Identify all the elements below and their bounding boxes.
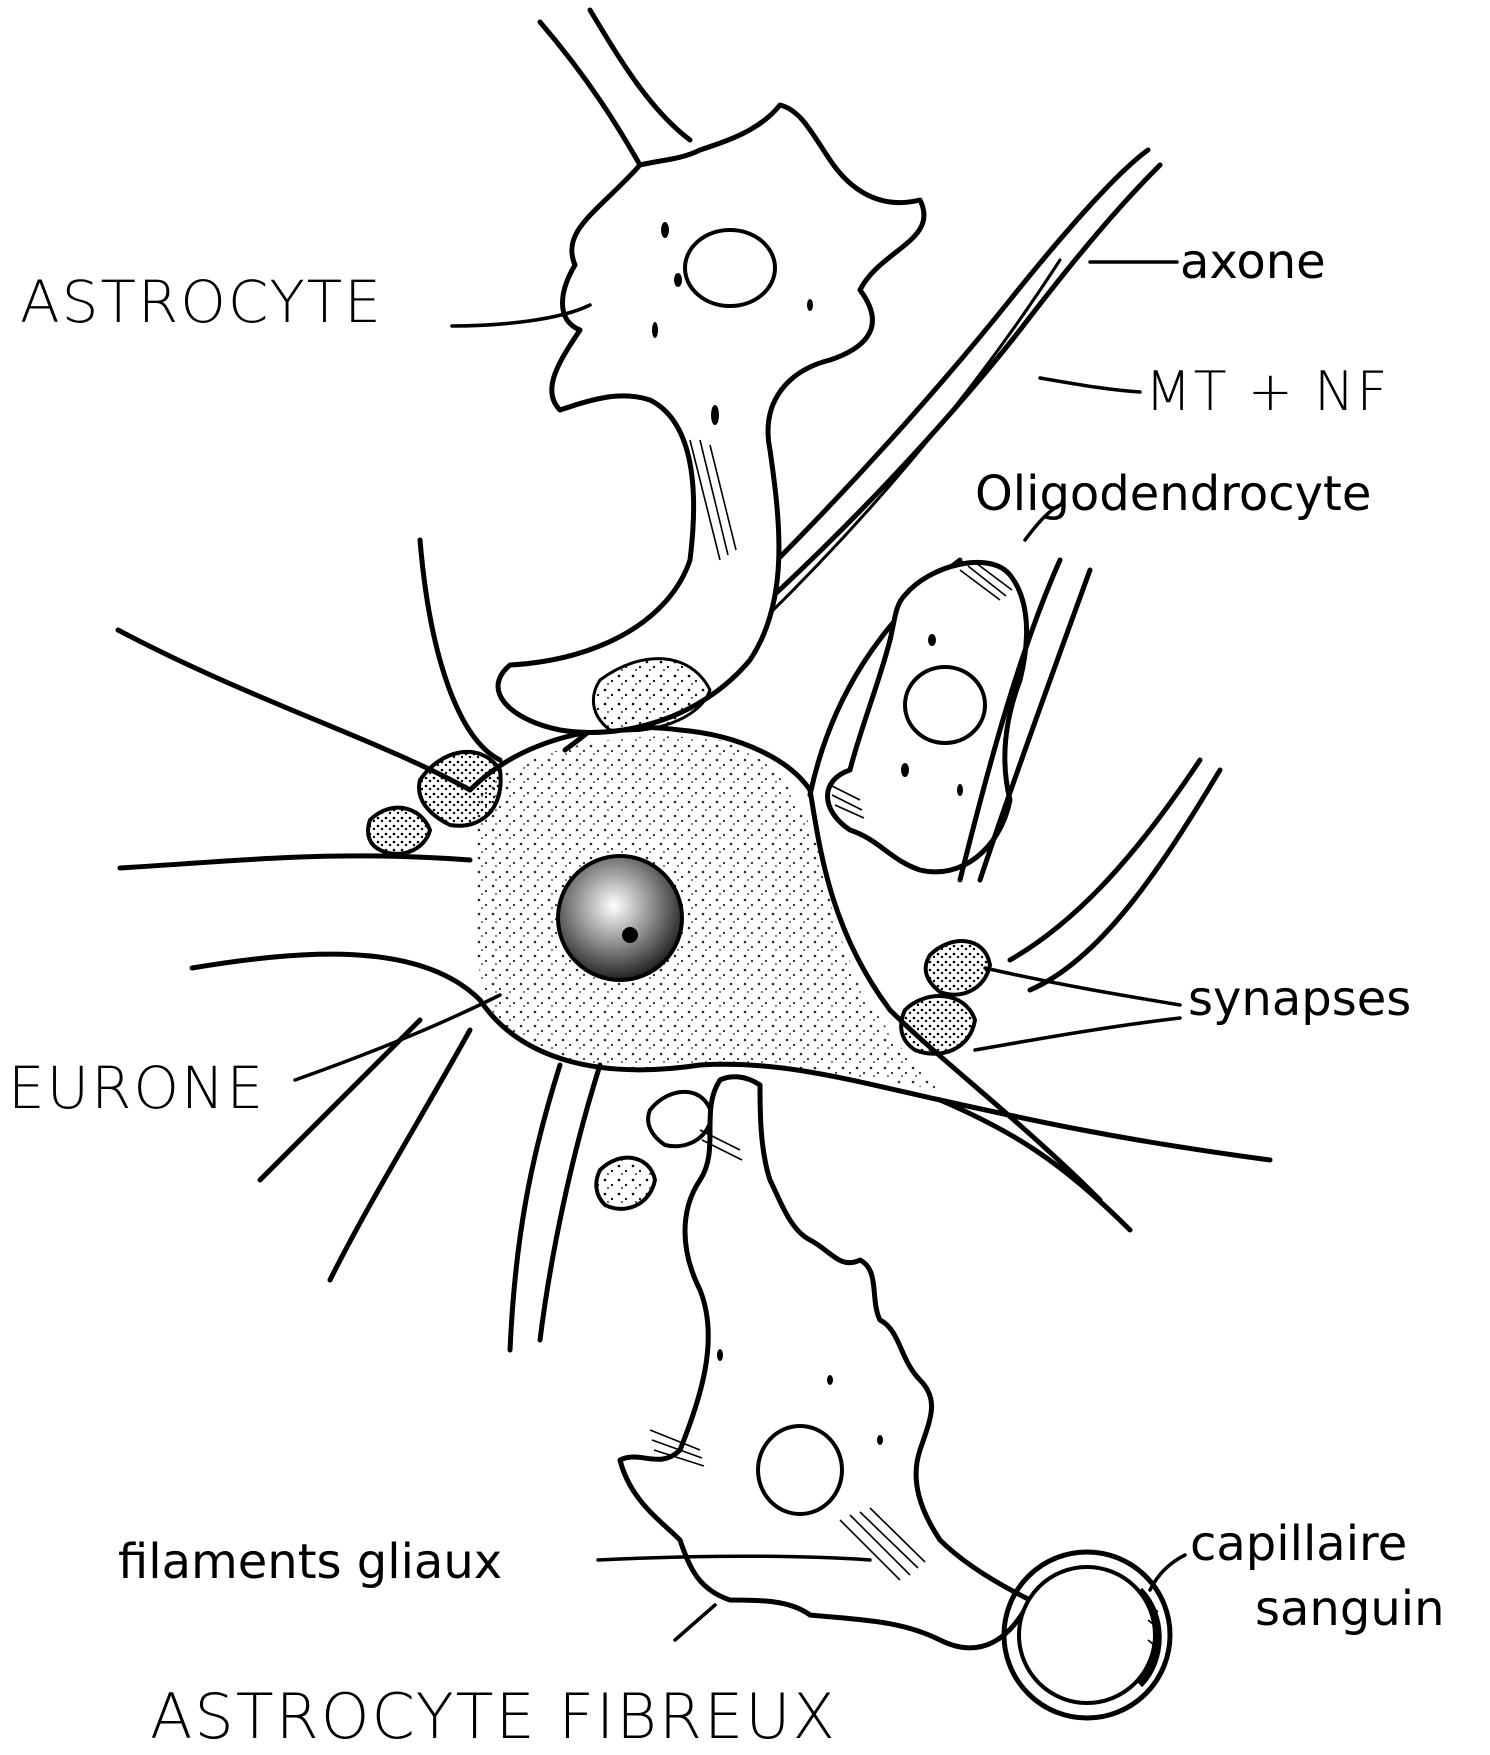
label-capillaire: capillaire [1190,1516,1407,1572]
leader-neurone [295,995,500,1080]
label-synapses: synapses [1188,971,1411,1027]
oligodendrocyte [828,560,1221,990]
leader-synapse-1 [985,968,1180,1005]
leader-synapse-2 [975,1018,1180,1050]
label-mt-nf: MT + NF [1145,360,1390,423]
astrocyte-top [498,10,924,732]
label-astrocyte-fibreux: ASTROCYTE FIBREUX [150,1680,837,1753]
leader-astrocyte-fibreux [675,1605,715,1640]
label-filaments-gliaux: filaments gliaux [118,1534,502,1590]
astrocyte-fibrous [620,1077,1030,1648]
label-astrocyte: ASTROCYTE [20,268,383,336]
capillary [1004,1552,1170,1718]
label-neurone: EURONE [8,1054,265,1122]
leader-mt-nf [1040,378,1140,392]
label-sanguin: sanguin [1255,1581,1445,1637]
label-axone: axone [1180,234,1326,290]
label-oligodendrocyte: Oligodendrocyte [975,466,1371,522]
